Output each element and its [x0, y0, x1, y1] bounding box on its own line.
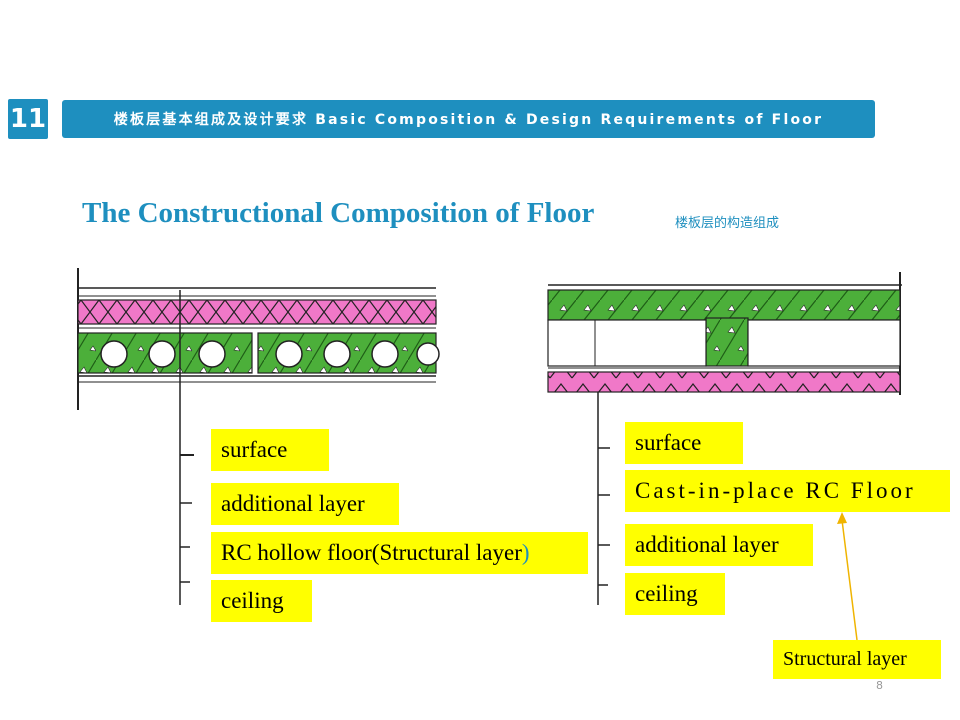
section-banner-text: 楼板层基本组成及设计要求 Basic Composition & Design … — [113, 112, 824, 128]
section-number: 11 — [9, 104, 47, 134]
structural-layer-callout: Structural layer — [773, 640, 941, 679]
left-label-structural-layer: RC hollow floor(Structural layer) — [211, 532, 588, 574]
slide-title: The Constructional Composition of Floor — [82, 197, 595, 229]
left-label-surface: surface — [211, 429, 329, 471]
section-number-badge: 11 — [8, 99, 48, 139]
page-number: 8 — [876, 679, 883, 692]
left-label-structural-paren: ) — [521, 540, 530, 565]
slide-subtitle: 楼板层的构造组成 — [675, 216, 780, 231]
right-floor-section — [547, 272, 902, 605]
right-label-cast-in-place: Cast-in-place RC Floor — [625, 470, 950, 512]
structural-layer-arrow — [837, 512, 858, 641]
section-banner: 楼板层基本组成及设计要求 Basic Composition & Design … — [62, 100, 875, 138]
right-label-surface: surface — [625, 422, 743, 464]
left-label-structural-text: RC hollow floor(Structural layer — [221, 540, 522, 565]
left-label-additional-layer: additional layer — [211, 483, 399, 525]
right-label-ceiling: ceiling — [625, 573, 725, 615]
left-label-ceiling: ceiling — [211, 580, 312, 622]
right-label-additional-layer: additional layer — [625, 524, 813, 566]
hollow-cores — [100, 340, 440, 368]
left-floor-section — [77, 268, 440, 605]
